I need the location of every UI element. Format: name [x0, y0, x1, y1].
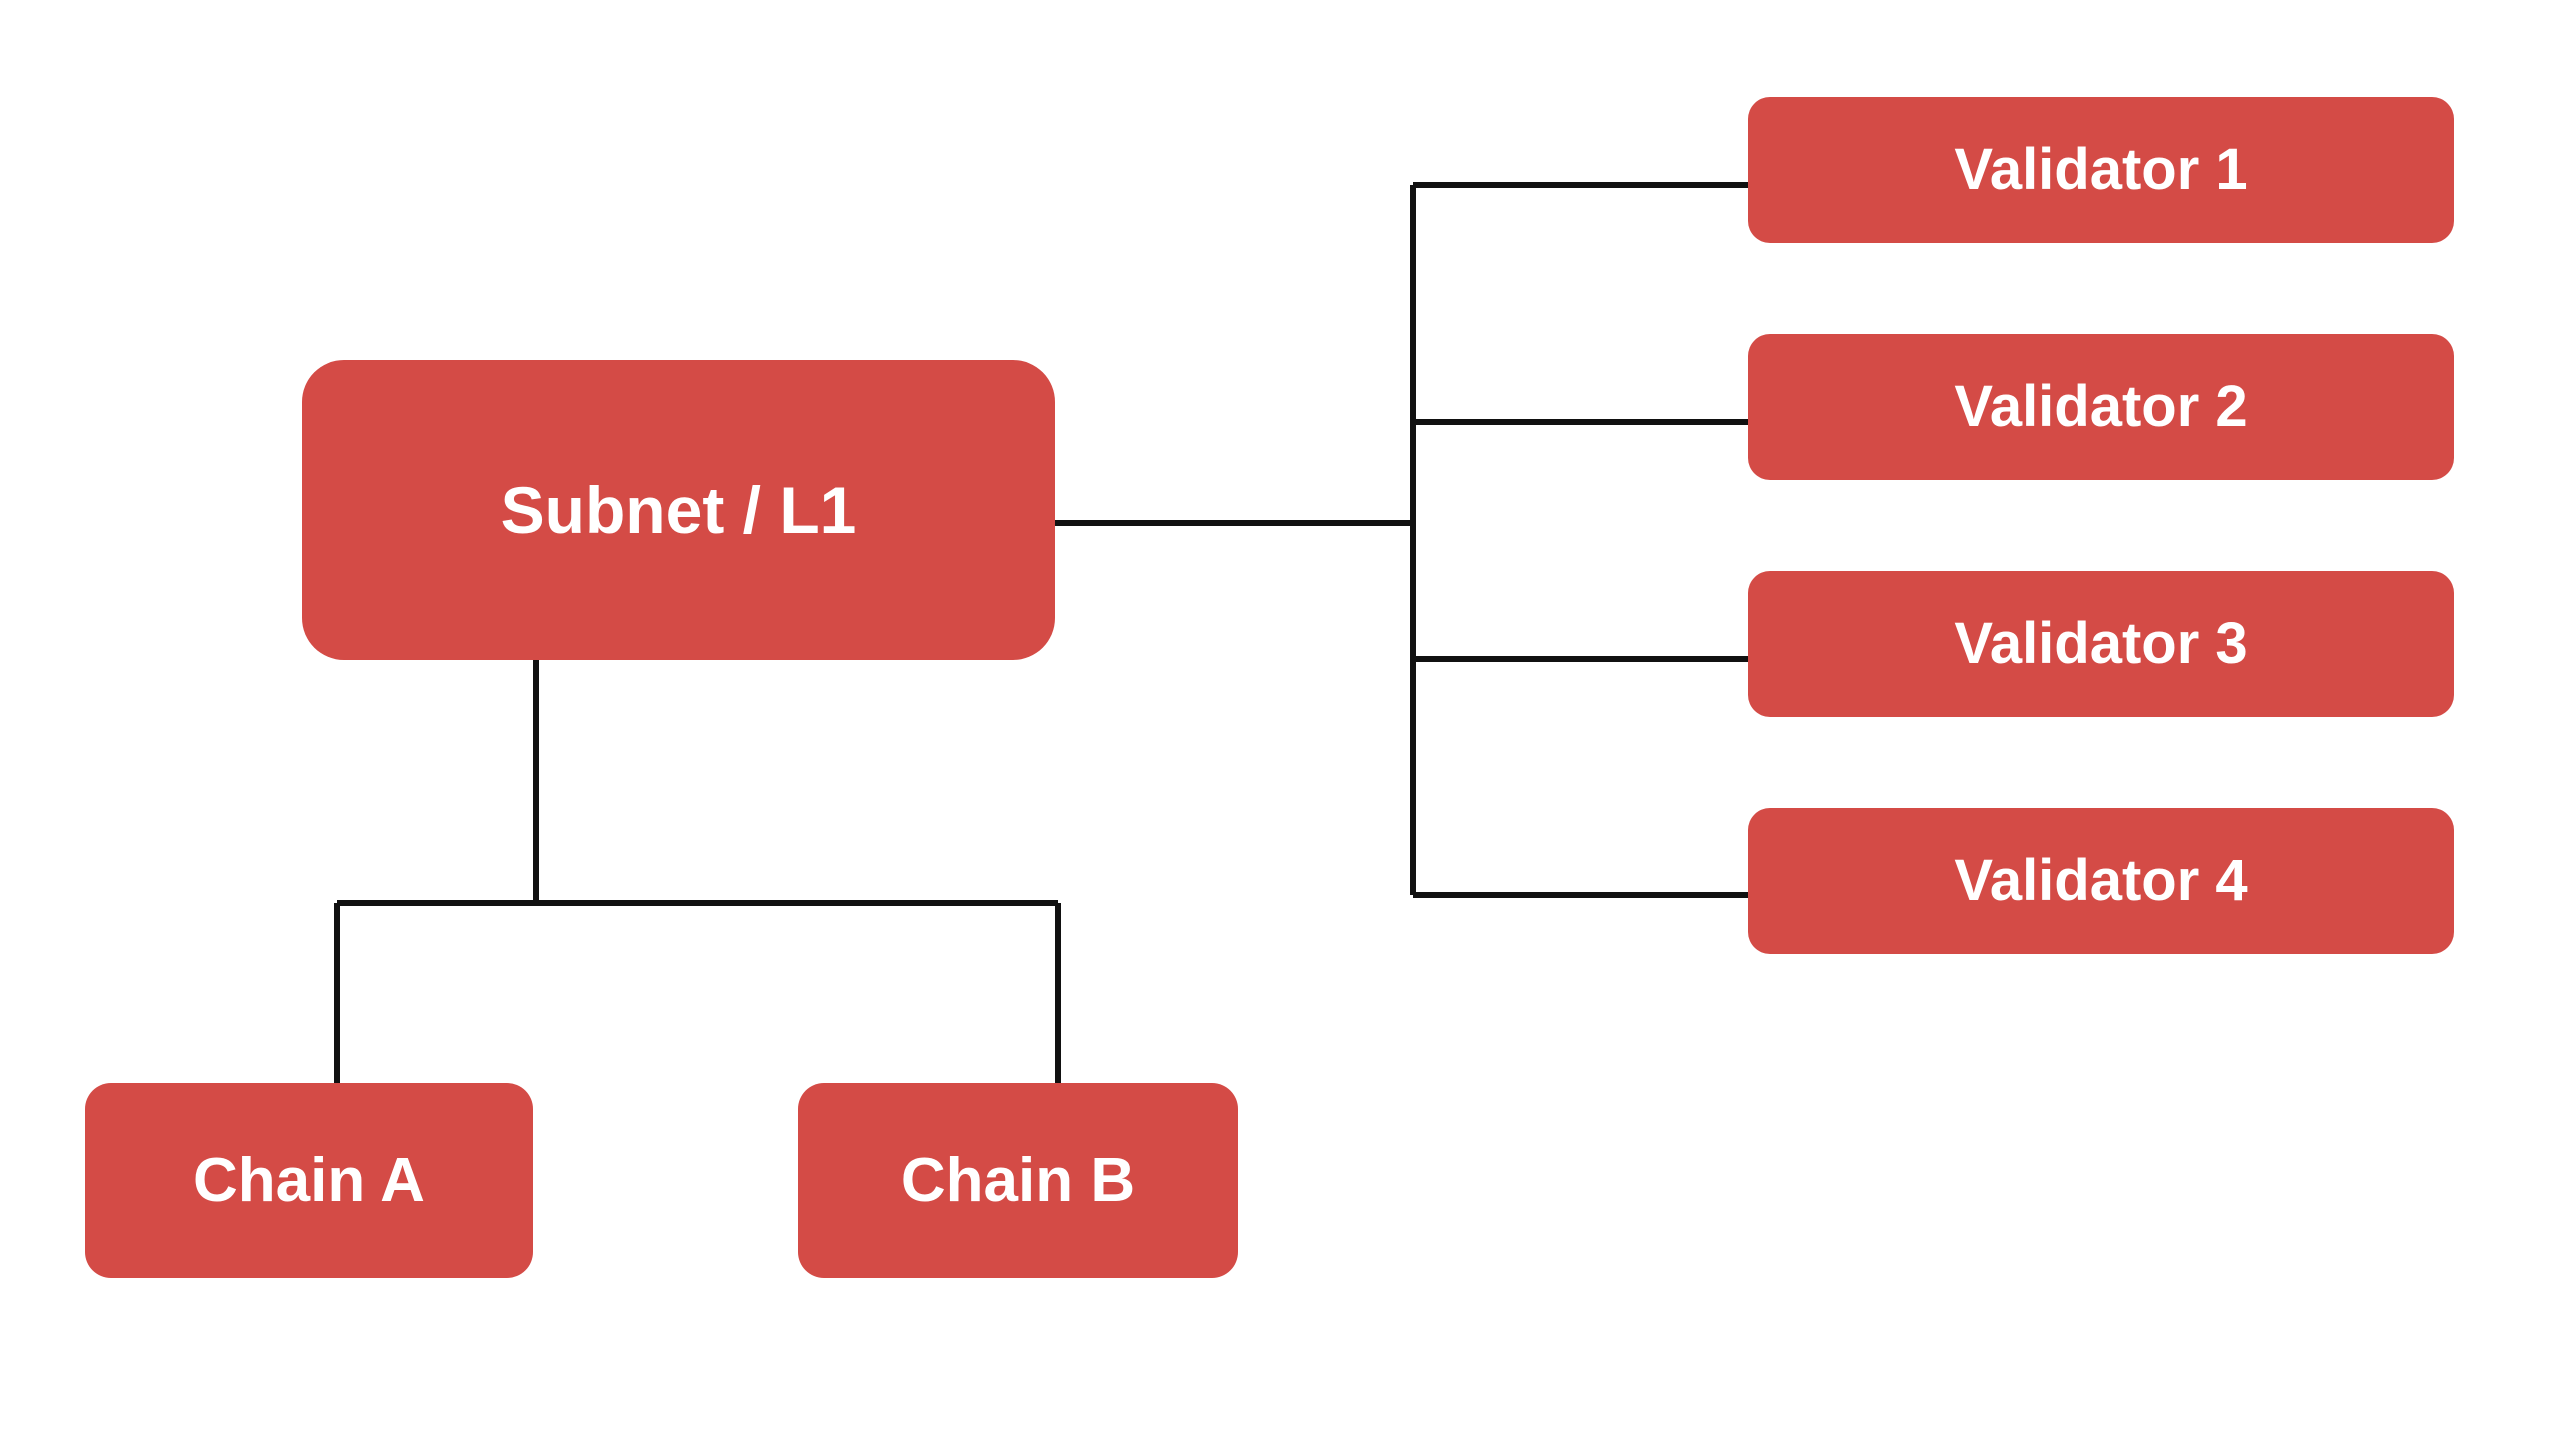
node-chain-b[interactable]: Chain B — [798, 1083, 1238, 1278]
node-subnet-l1-label: Subnet / L1 — [500, 473, 857, 547]
node-chain-a-label: Chain A — [193, 1145, 425, 1215]
node-validator-1[interactable]: Validator 1 — [1748, 97, 2454, 243]
node-validator-3-label: Validator 3 — [1954, 611, 2248, 676]
node-validator-2[interactable]: Validator 2 — [1748, 334, 2454, 480]
node-chain-a[interactable]: Chain A — [85, 1083, 533, 1278]
node-validator-3[interactable]: Validator 3 — [1748, 571, 2454, 717]
node-validator-2-label: Validator 2 — [1954, 374, 2248, 439]
node-validator-4-label: Validator 4 — [1954, 848, 2248, 913]
node-validator-1-label: Validator 1 — [1954, 137, 2248, 202]
node-chain-b-label: Chain B — [900, 1145, 1136, 1215]
node-validator-4[interactable]: Validator 4 — [1748, 808, 2454, 954]
node-subnet-l1[interactable]: Subnet / L1 — [302, 360, 1055, 660]
